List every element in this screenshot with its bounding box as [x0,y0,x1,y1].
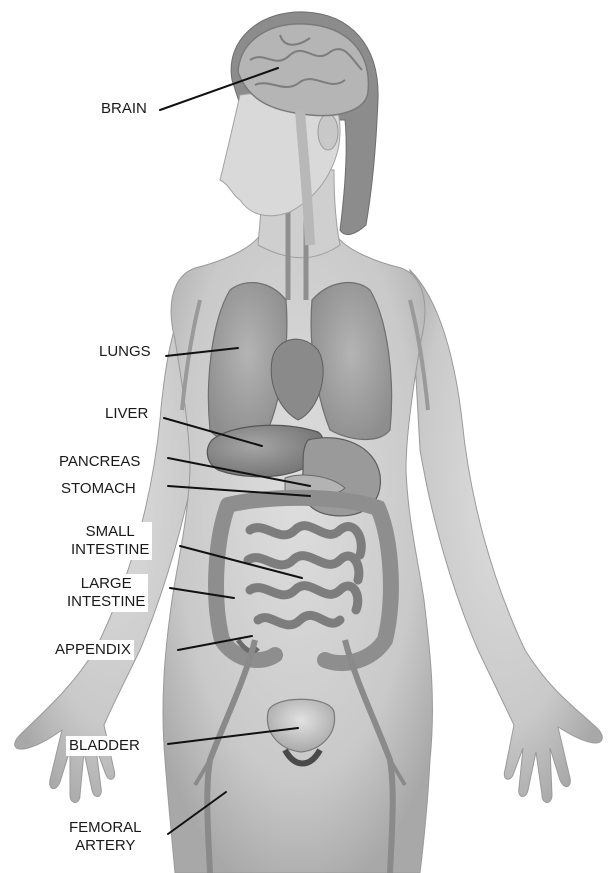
label-liver: LIVER [102,404,151,424]
label-appendix: APPENDIX [52,640,134,660]
right-arm [410,270,602,803]
label-large-intestine-line1: LARGE [81,575,132,592]
label-large-intestine-line2: INTESTINE [67,593,145,610]
label-small-intestine-line1: SMALL [86,523,135,540]
label-pancreas: PANCREAS [56,452,143,472]
label-small-intestine: SMALL INTESTINE [68,522,152,560]
label-femoral-artery-line1: FEMORAL [69,819,142,836]
label-bladder: BLADDER [66,736,143,756]
label-large-intestine: LARGE INTESTINE [64,574,148,612]
label-small-intestine-line2: INTESTINE [71,541,149,558]
label-femoral-artery-line2: ARTERY [75,837,135,854]
label-lungs: LUNGS [96,342,154,362]
label-brain: BRAIN [98,99,150,119]
ear [318,114,338,150]
label-femoral-artery: FEMORAL ARTERY [66,818,145,856]
label-stomach: STOMACH [58,479,139,499]
